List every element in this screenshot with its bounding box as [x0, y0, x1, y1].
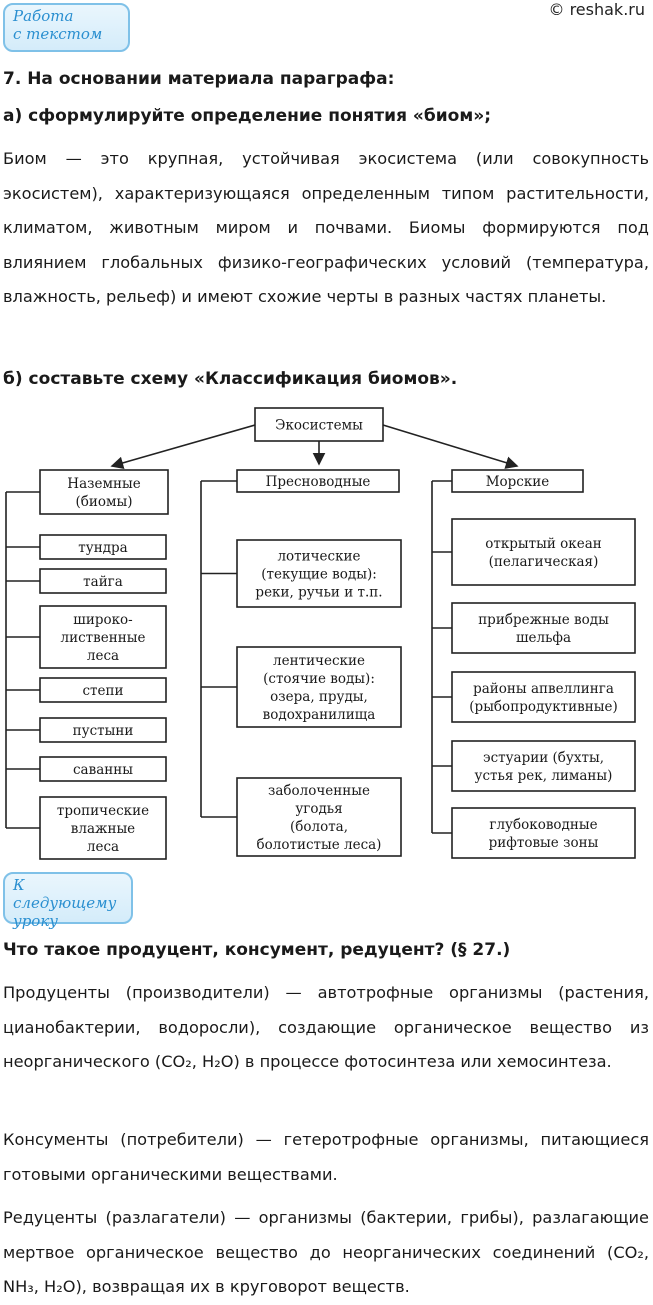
box-text: тропические: [57, 803, 149, 819]
category-item-box: заболоченные угодья (болота, болотистые лес…: [236, 777, 402, 857]
connector-line: [382, 424, 519, 469]
box-text: эстуарии (бухты,: [483, 750, 604, 766]
category-item-box: лотические (текущие воды): реки, ручьи и т…: [236, 539, 402, 608]
category-item-box: саванны: [39, 756, 167, 782]
decomposers-paragraph: Редуценты (разлагатели) — организмы (бак…: [3, 1208, 649, 1296]
task-part-b: б) составьте схему «Классификация биомов…: [3, 369, 458, 389]
badge-line-2: уроку: [13, 912, 58, 930]
category-item-box: тропические влажные леса: [39, 796, 167, 860]
badge-line-1: К следующему: [13, 876, 117, 912]
work-with-text-badge: Работа с текстом: [3, 3, 130, 52]
category-item-box: степи: [39, 677, 167, 703]
box-text: болотистые леса): [257, 837, 382, 853]
category-item-box: тундра: [39, 534, 167, 560]
box-text: угодья: [295, 801, 342, 817]
box-text: степи: [82, 683, 123, 699]
category-item-box: лентические (стоячие воды): озера, пруды, в…: [236, 646, 402, 728]
box-text: (рыбопродуктивные): [469, 699, 617, 715]
next-lesson-badge: К следующему уроку: [3, 872, 133, 930]
box-text: широко-: [73, 612, 132, 628]
box-text: (пелагическая): [489, 554, 599, 570]
box-text: рифтовые зоны: [489, 835, 599, 851]
category-item-box: тайга: [39, 568, 167, 594]
category-item-box: прибрежные воды шельфа: [451, 602, 636, 654]
box-text: лентические: [273, 653, 365, 669]
box-text: саванны: [73, 762, 133, 778]
box-text: водохранилища: [263, 707, 376, 723]
task-part-a: а) сформулируйте определение понятия «би…: [3, 106, 492, 126]
box-text: Пресноводные: [266, 474, 371, 490]
box-text: тайга: [83, 574, 123, 590]
box-text: леса: [87, 648, 119, 664]
box-text: Наземные: [67, 476, 140, 492]
box-text: заболоченные: [268, 783, 370, 799]
box-text: глубоководные: [489, 817, 597, 833]
category-box: Пресноводные: [236, 469, 400, 493]
category-item-box: эстуарии (бухты, устья рек, лиманы): [451, 740, 636, 792]
producers-paragraph: Продуценты (производители) — автотрофные…: [3, 983, 649, 1071]
category-item-box: глубоководные рифтовые зоны: [451, 807, 636, 859]
box-text: лотические: [277, 549, 360, 565]
badge-line-1: Работа: [13, 7, 74, 25]
category-item-box: широко-лиственные леса: [39, 605, 167, 669]
box-text: реки, ручьи и т.п.: [255, 585, 382, 601]
box-text: устья рек, лиманы): [475, 768, 613, 784]
box-text: пустыни: [73, 723, 134, 739]
category-item-box: районы апвеллинга (рыбопродуктивные): [451, 671, 636, 723]
category-box: Наземные (биомы): [39, 469, 169, 515]
next-question: Что такое продуцент, консумент, редуцент…: [3, 940, 511, 960]
box-text: леса: [87, 839, 119, 855]
box-text: шельфа: [516, 630, 571, 646]
consumers-paragraph: Консументы (потребители) — гетеротрофные…: [3, 1130, 649, 1184]
badge-line-2: с текстом: [13, 25, 103, 43]
box-text: (биомы): [75, 494, 132, 510]
source-watermark: © reshak.ru: [548, 0, 645, 19]
biome-definition: Биом — это крупная, устойчивая экосистем…: [3, 149, 649, 306]
root-box: Экосистемы: [254, 407, 384, 442]
category-item-box: пустыни: [39, 717, 167, 743]
box-text: районы апвеллинга: [473, 681, 614, 697]
box-text: Экосистемы: [275, 418, 363, 434]
box-text: (стоячие воды):: [263, 671, 375, 687]
box-text: (текущие воды):: [261, 567, 377, 583]
box-text: (болота,: [290, 819, 348, 835]
box-text: влажные: [71, 821, 135, 837]
connector-line: [110, 424, 256, 470]
category-box: Морские: [451, 469, 584, 493]
box-text: открытый океан: [485, 536, 602, 552]
box-text: прибрежные воды: [478, 612, 609, 628]
category-item-box: открытый океан (пелагическая): [451, 518, 636, 586]
task-heading: 7. На основании материала параграфа:: [3, 69, 395, 89]
box-text: Морские: [486, 474, 550, 490]
box-text: лиственные: [61, 630, 146, 646]
box-text: тундра: [78, 540, 127, 556]
box-text: озера, пруды,: [270, 689, 368, 705]
